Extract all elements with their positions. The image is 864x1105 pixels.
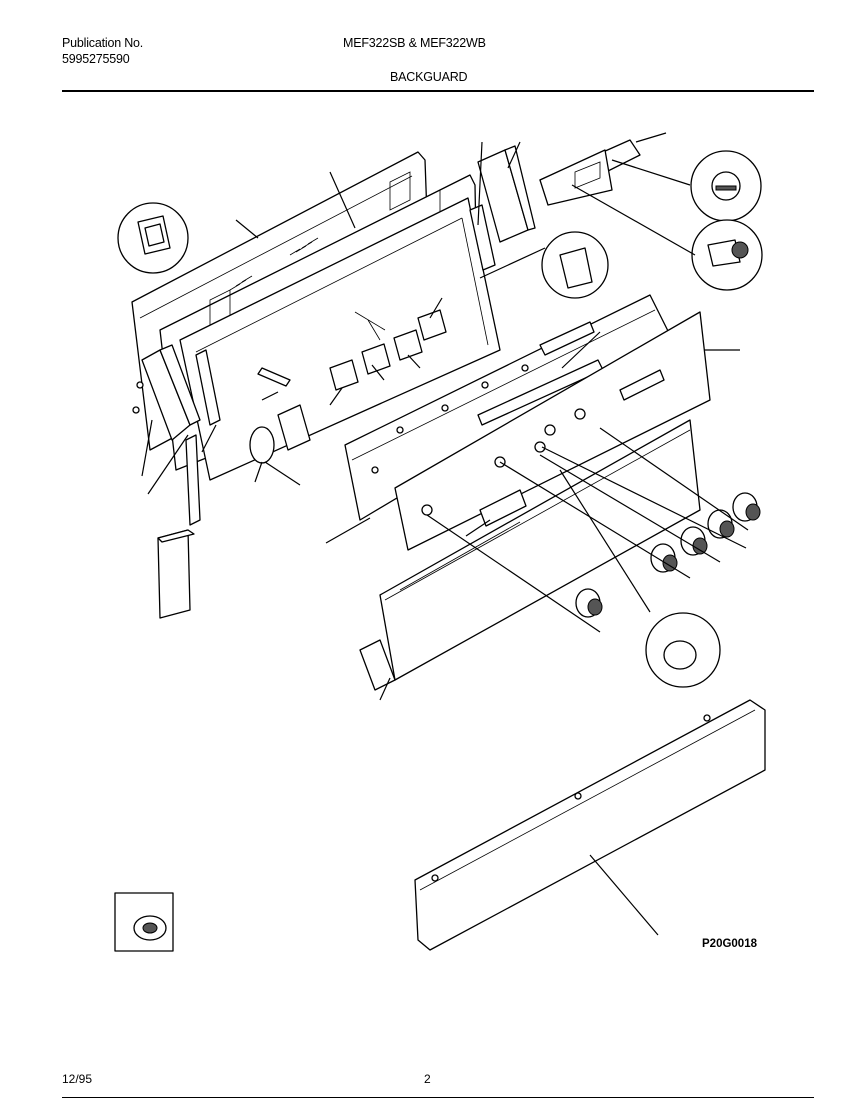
section-title: BACKGUARD — [390, 70, 468, 84]
end-cap-left — [141, 344, 201, 441]
overlay-19 — [394, 311, 711, 551]
bracket-20 — [539, 139, 641, 206]
leader-lines — [141, 132, 749, 936]
switch-24-inset — [117, 202, 189, 274]
trim-strip-right — [469, 204, 496, 271]
knob-46-inset — [645, 612, 721, 688]
model-title: MEF322SB & MEF322WB — [343, 36, 486, 50]
publication-number: 5995275590 — [62, 52, 130, 66]
header-rule — [62, 90, 814, 92]
switch-group — [257, 309, 447, 391]
part-52-box — [114, 892, 174, 952]
lower-filler — [157, 529, 195, 619]
trim-strip-left — [185, 349, 221, 526]
inner-frame — [179, 197, 501, 481]
thermostat — [249, 404, 311, 486]
end-cap-right — [477, 145, 536, 243]
footer-page: 2 — [424, 1072, 431, 1086]
footer-rule — [62, 1097, 814, 1098]
drawing-number: P20G0018 — [702, 938, 758, 950]
knob-29-inset — [690, 150, 762, 222]
publication-label: Publication No. — [62, 36, 144, 50]
lower-trim-40 — [414, 699, 766, 951]
footer-date: 12/95 — [62, 1072, 93, 1086]
knob-28-inset — [691, 219, 763, 291]
knob-set — [575, 492, 761, 618]
clip-15-inset — [541, 231, 609, 299]
